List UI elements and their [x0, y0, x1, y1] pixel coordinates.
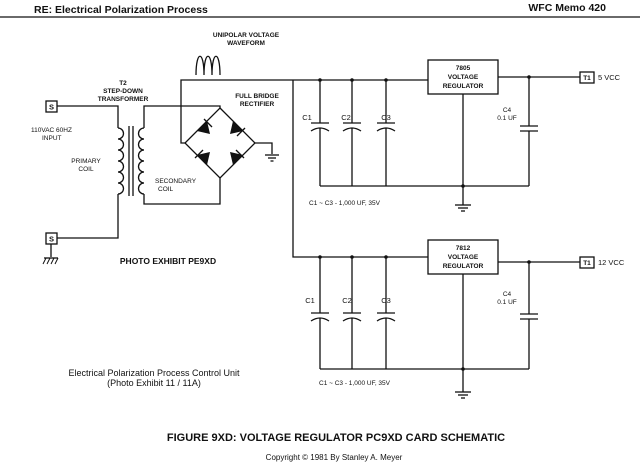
capacitor-c3-upper: C3 — [376, 80, 396, 186]
transformer-secondary-coil-icon — [137, 127, 145, 195]
supply-bus-drop — [292, 80, 428, 258]
input-terminal-bottom: S — [45, 232, 58, 245]
rectifier-label: FULL BRIDGE — [235, 93, 279, 100]
control-unit-caption-2: (Photo Exhibit 11 / 11A) — [107, 378, 201, 388]
capacitor-c3-lower: C3 — [376, 257, 396, 369]
capacitor-bank-note-upper: C1 ~ C3 - 1,000 UF, 35V — [309, 200, 381, 207]
capacitor-c2-upper: C2 — [341, 80, 362, 186]
capacitor-c1-upper: C1 — [302, 80, 330, 186]
transformer-primary-coil-icon — [117, 127, 125, 195]
capacitor-c4-upper: C4 0.1 UF — [497, 77, 538, 186]
svg-text:7805: 7805 — [456, 65, 471, 72]
output-terminal-5v: T1 — [579, 71, 595, 84]
svg-text:T1: T1 — [583, 75, 591, 82]
secondary-wire-top — [143, 105, 221, 128]
figure-title: FIGURE 9XD: VOLTAGE REGULATOR PC9XD CARD… — [167, 432, 505, 444]
primary-coil-label: PRIMARY — [71, 158, 101, 165]
input-voltage-label-2: INPUT — [42, 135, 62, 142]
output-5vcc-label: 5 VCC — [598, 73, 621, 82]
memo-number: WFC Memo 420 — [528, 2, 606, 14]
copyright-line: Copyright © 1981 By Stanley A. Meyer — [266, 453, 403, 462]
svg-text:C4: C4 — [503, 291, 512, 298]
transformer-label-3: TRANSFORMER — [98, 96, 149, 103]
svg-text:7812: 7812 — [456, 245, 471, 252]
svg-text:T1: T1 — [583, 260, 591, 267]
primary-wire-top — [57, 105, 119, 128]
control-unit-caption: Electrical Polarization Process Control … — [68, 368, 240, 378]
secondary-coil-label-2: COIL — [158, 186, 174, 193]
svg-text:C2: C2 — [341, 113, 351, 122]
output-terminal-12v: T1 — [579, 256, 595, 269]
svg-text:C2: C2 — [342, 296, 352, 305]
svg-text:REGULATOR: REGULATOR — [443, 263, 484, 270]
waveform-label: UNIPOLAR VOLTAGE — [213, 32, 280, 39]
ground-icon-upper — [455, 204, 471, 212]
svg-text:0.1 UF: 0.1 UF — [497, 115, 517, 122]
capacitor-c2-lower: C2 — [342, 257, 362, 369]
earth-ground-icon — [42, 257, 59, 265]
voltage-regulator-7805: 7805 VOLTAGE REGULATOR — [427, 59, 499, 95]
svg-text:VOLTAGE: VOLTAGE — [448, 74, 479, 81]
secondary-coil-label: SECONDARY — [155, 178, 197, 185]
rectifier-ground-lead — [255, 142, 273, 154]
svg-text:C1: C1 — [302, 113, 312, 122]
capacitor-bank-note-lower: C1 ~ C3 - 1,000 UF, 35V — [319, 380, 391, 387]
capacitor-c4-lower: C4 0.1 UF — [497, 262, 538, 369]
rectifier-ground-icon — [265, 154, 279, 162]
svg-text:0.1 UF: 0.1 UF — [497, 299, 517, 306]
svg-text:C1: C1 — [305, 296, 315, 305]
transformer-label: T2 — [119, 80, 127, 87]
svg-text:C3: C3 — [381, 113, 391, 122]
photo-exhibit-label: PHOTO EXHIBIT PE9XD — [120, 256, 216, 266]
rectifier-label-2: RECTIFIER — [240, 101, 275, 108]
waveform-label-2: WAVEFORM — [227, 40, 265, 47]
header-title: RE: Electrical Polarization Process — [34, 4, 208, 16]
primary-coil-label-2: COIL — [78, 166, 94, 173]
svg-text:S: S — [49, 235, 54, 244]
input-terminal-top: S — [45, 100, 58, 113]
transformer-label-2: STEP-DOWN — [103, 88, 143, 95]
ground-icon-lower — [455, 391, 471, 399]
bridge-rectifier-icon — [184, 107, 256, 179]
voltage-regulator-7812: 7812 VOLTAGE REGULATOR — [427, 239, 499, 275]
unipolar-waveform-icon — [195, 55, 221, 76]
input-voltage-label: 110VAC 60HZ — [31, 127, 72, 134]
svg-text:S: S — [49, 103, 54, 112]
svg-text:REGULATOR: REGULATOR — [443, 83, 484, 90]
svg-text:C3: C3 — [381, 296, 391, 305]
primary-wire-bottom — [57, 194, 119, 239]
rectifier-positive-lead — [180, 79, 293, 144]
secondary-wire-bottom — [143, 178, 221, 205]
capacitor-c1-lower: C1 — [305, 257, 330, 369]
svg-text:VOLTAGE: VOLTAGE — [448, 254, 479, 261]
output-12vcc-label: 12 VCC — [598, 258, 625, 267]
svg-text:C4: C4 — [503, 107, 512, 114]
